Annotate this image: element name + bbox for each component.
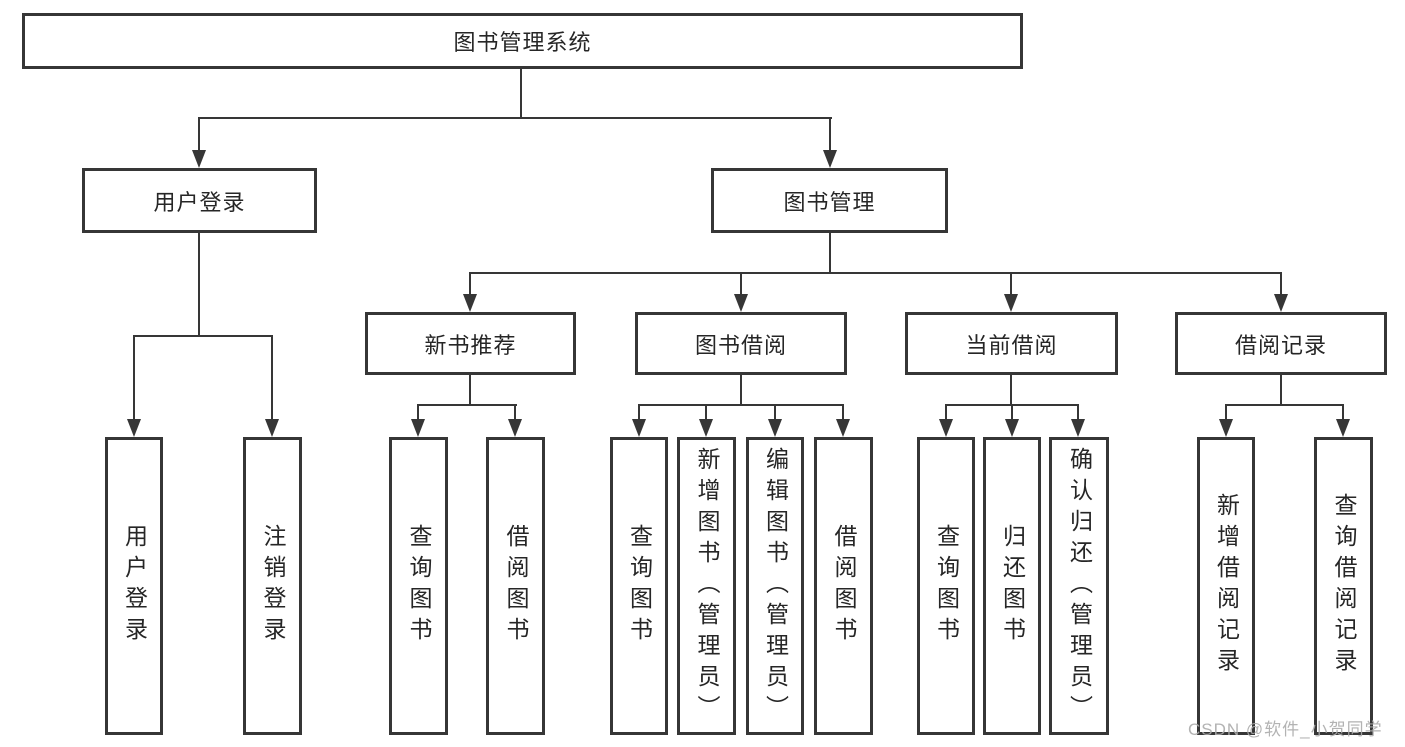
arrow-down-icon xyxy=(1005,419,1019,437)
arrow-down-icon xyxy=(1071,419,1085,437)
connector-group-shaft xyxy=(469,375,471,406)
node-user-login: 用户登录 xyxy=(82,168,317,233)
leaf-label: 查询图书 xyxy=(933,524,960,648)
leaf-label: 查询借阅记录 xyxy=(1331,493,1357,679)
connector-leaf-drop xyxy=(1225,405,1227,419)
connector-leaf-drop xyxy=(774,405,776,419)
connector-level1-rail xyxy=(198,117,832,119)
leaf-label: 用户登录 xyxy=(121,524,148,648)
leaf-label: 借阅图书 xyxy=(503,524,529,648)
leaf-label: 新增图书（管理员） xyxy=(694,446,720,726)
leaf-label: 归还图书 xyxy=(999,524,1026,648)
node-current-borrow: 当前借阅 xyxy=(905,312,1118,375)
connector-level2-drop xyxy=(1010,273,1012,294)
arrow-down-icon xyxy=(1219,419,1233,437)
connector-user-login-rail xyxy=(133,335,273,337)
node-book-borrow-label: 图书借阅 xyxy=(694,332,787,358)
arrow-down-icon xyxy=(265,419,279,437)
leaf-logout: 注销登录 xyxy=(243,437,302,735)
arrow-down-icon xyxy=(939,419,953,437)
connector-group-rail xyxy=(1225,404,1344,406)
leaf-label: 新增借阅记录 xyxy=(1213,493,1240,679)
arrow-down-icon xyxy=(127,419,141,437)
arrow-down-icon xyxy=(192,150,206,168)
connector-group-rail xyxy=(417,404,517,406)
node-book-management: 图书管理 xyxy=(711,168,948,233)
connector-leaf-drop xyxy=(1342,405,1344,419)
connector-leaf-drop xyxy=(1011,405,1013,419)
connector-user-login-shaft xyxy=(198,233,200,336)
node-new-book-recommend: 新书推荐 xyxy=(365,312,576,375)
connector-group-rail xyxy=(638,404,844,406)
node-borrow-records-label: 借阅记录 xyxy=(1234,332,1327,358)
leaf-borrow-books-1: 借阅图书 xyxy=(486,437,545,735)
arrow-down-icon xyxy=(836,419,850,437)
connector-leaf-drop xyxy=(945,405,947,419)
arrow-down-icon xyxy=(1004,294,1018,312)
node-user-login-label: 用户登录 xyxy=(153,189,246,215)
leaf-label: 查询图书 xyxy=(626,524,653,648)
connector-user-login-drop xyxy=(198,117,200,150)
connector-root-shaft xyxy=(520,69,522,119)
leaf-query-books-1: 查询图书 xyxy=(389,437,448,735)
connector-leaf-drop xyxy=(271,336,273,419)
connector-level2-drop xyxy=(469,273,471,294)
leaf-label: 借阅图书 xyxy=(831,524,857,648)
leaf-label: 查询图书 xyxy=(406,524,432,648)
arrow-down-icon xyxy=(1274,294,1288,312)
arrow-down-icon xyxy=(411,419,425,437)
leaf-borrow-books-2: 借阅图书 xyxy=(814,437,873,735)
connector-group-shaft xyxy=(1280,375,1282,406)
leaf-label: 确认归还（管理员） xyxy=(1066,446,1093,726)
connector-leaf-drop xyxy=(514,405,516,419)
arrow-down-icon xyxy=(508,419,522,437)
leaf-query-books-3: 查询图书 xyxy=(917,437,975,735)
connector-book-mgmt-drop xyxy=(829,117,831,150)
csdn-watermark: CSDN @软件_小贺同学 xyxy=(1188,720,1383,739)
connector-leaf-drop xyxy=(417,405,419,419)
connector-group-shaft xyxy=(1010,375,1012,406)
arrow-down-icon xyxy=(463,294,477,312)
connector-leaf-drop xyxy=(133,336,135,419)
connector-level2-drop xyxy=(740,273,742,294)
connector-group-shaft xyxy=(740,375,742,406)
leaf-label: 注销登录 xyxy=(260,524,286,648)
leaf-return-book: 归还图书 xyxy=(983,437,1041,735)
connector-leaf-drop xyxy=(638,405,640,419)
node-book-management-label: 图书管理 xyxy=(783,189,876,215)
leaf-query-books-2: 查询图书 xyxy=(610,437,668,735)
connector-leaf-drop xyxy=(1077,405,1079,419)
connector-book-mgmt-shaft xyxy=(829,233,831,273)
arrow-down-icon xyxy=(768,419,782,437)
connector-leaf-drop xyxy=(705,405,707,419)
connector-level2-rail xyxy=(469,272,1282,274)
node-root-label: 图书管理系统 xyxy=(453,30,592,55)
arrow-down-icon xyxy=(823,150,837,168)
arrow-down-icon xyxy=(734,294,748,312)
leaf-add-book-admin: 新增图书（管理员） xyxy=(677,437,736,735)
arrow-down-icon xyxy=(632,419,646,437)
connector-level2-drop xyxy=(1280,273,1282,294)
node-borrow-records: 借阅记录 xyxy=(1175,312,1387,375)
node-root-system: 图书管理系统 xyxy=(22,13,1023,69)
leaf-add-borrow-record: 新增借阅记录 xyxy=(1197,437,1255,735)
leaf-user-login: 用户登录 xyxy=(105,437,163,735)
node-book-borrow: 图书借阅 xyxy=(635,312,847,375)
node-current-borrow-label: 当前借阅 xyxy=(965,332,1058,358)
leaf-label: 编辑图书（管理员） xyxy=(762,446,789,726)
connector-leaf-drop xyxy=(842,405,844,419)
arrow-down-icon xyxy=(699,419,713,437)
node-new-book-recommend-label: 新书推荐 xyxy=(424,332,517,358)
arrow-down-icon xyxy=(1336,419,1350,437)
leaf-confirm-return-admin: 确认归还（管理员） xyxy=(1049,437,1109,735)
leaf-edit-book-admin: 编辑图书（管理员） xyxy=(746,437,804,735)
leaf-query-borrow-record: 查询借阅记录 xyxy=(1314,437,1373,735)
